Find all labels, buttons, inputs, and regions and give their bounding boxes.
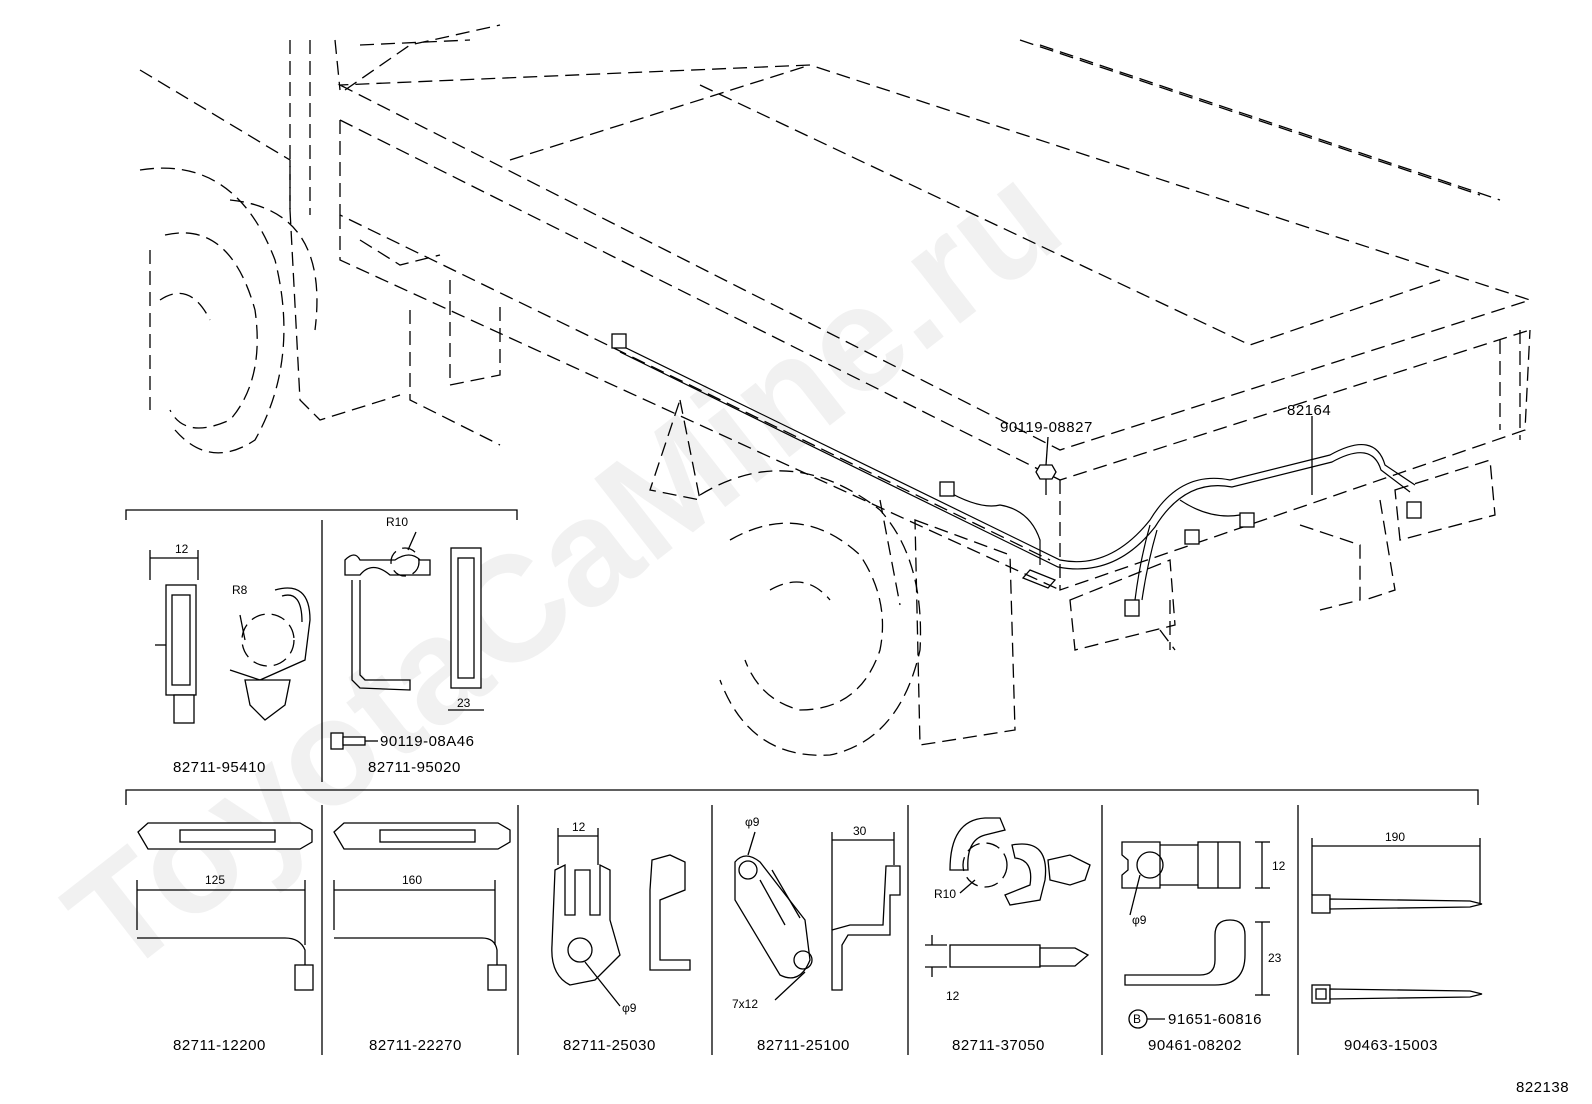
dim-label: 7x12 — [732, 997, 758, 1011]
dim-label: φ9 — [1132, 913, 1147, 927]
upper-parts-panel: 12 R8 82711-95410 R10 23 901 — [125, 509, 518, 782]
dim-label: 23 — [1268, 951, 1282, 965]
harness-connector — [1239, 512, 1255, 528]
chassis-frame — [359, 239, 1396, 651]
dim-label: φ9 — [622, 1001, 637, 1015]
dim-label: 125 — [205, 873, 225, 887]
dim-label: 160 — [402, 873, 422, 887]
harness-connector — [939, 481, 955, 497]
front-wheel — [139, 167, 285, 454]
wire-harness — [611, 333, 1416, 601]
dim-label: 12 — [175, 542, 189, 556]
clip-82711-95410: 12 R8 — [149, 542, 311, 724]
dim-label: 190 — [1385, 830, 1405, 844]
part-label-82711-25030: 82711-25030 — [563, 1037, 656, 1054]
truck-cab — [139, 24, 501, 421]
dim-label: 30 — [853, 824, 867, 838]
bolt-icon — [330, 732, 378, 750]
harness-connector — [1184, 529, 1200, 545]
harness-label: 82164 — [1287, 402, 1331, 419]
clip-82711-25030: 12 φ9 — [551, 820, 691, 1015]
dim-label: 12 — [946, 989, 960, 1003]
clamp-82711-22270: 160 — [333, 822, 511, 991]
dim-label: R8 — [232, 583, 248, 597]
part-label-90463-15003: 90463-15003 — [1344, 1037, 1438, 1054]
dim-label: φ9 — [745, 815, 760, 829]
dim-label: R10 — [386, 515, 408, 529]
part-label-90461-08202: 90461-08202 — [1148, 1037, 1242, 1054]
bracket-82711-25100: φ9 7x12 30 — [732, 815, 901, 1011]
bolt-marker-label: B — [1133, 1012, 1141, 1026]
truck-illustration: 90119-08827 82164 — [139, 24, 1533, 756]
clamp-90461-08202: 12 φ9 23 B — [1121, 841, 1286, 1029]
figure-number: 822138 — [1516, 1079, 1569, 1096]
tie-90463-15003: 190 — [1311, 830, 1483, 1004]
harness-connector — [611, 333, 627, 349]
part-label-82711-12200: 82711-12200 — [173, 1037, 266, 1054]
part-label-82711-37050: 82711-37050 — [952, 1037, 1045, 1054]
bracket-82711-95020: R10 23 — [330, 515, 484, 750]
clip-82711-37050: R10 12 — [925, 817, 1091, 1003]
bolt-bracket-label: 90119-08A46 — [380, 733, 474, 750]
rear-lamps — [1069, 459, 1496, 651]
bolt-icon — [1035, 436, 1057, 495]
clamp-82711-12200: 125 — [136, 822, 314, 991]
dim-label: R10 — [934, 887, 956, 901]
part-label-82711-22270: 82711-22270 — [369, 1037, 462, 1054]
bolt-b-label: 91651-60816 — [1168, 1011, 1262, 1028]
bolt-top-label: 90119-08827 — [1000, 419, 1093, 436]
part-label-82711-25100: 82711-25100 — [757, 1037, 850, 1054]
part-label-82711-95020: 82711-95020 — [368, 759, 461, 776]
cargo-bed — [337, 39, 1533, 591]
dim-label: 23 — [457, 696, 471, 710]
rear-wheel — [649, 397, 1016, 756]
lower-parts-strip: 125 82711-12200 160 82711-22270 12 φ9 — [125, 789, 1483, 1055]
dim-label: 12 — [1272, 859, 1286, 873]
dim-label: 12 — [572, 820, 586, 834]
part-label-82711-95410: 82711-95410 — [173, 759, 266, 776]
